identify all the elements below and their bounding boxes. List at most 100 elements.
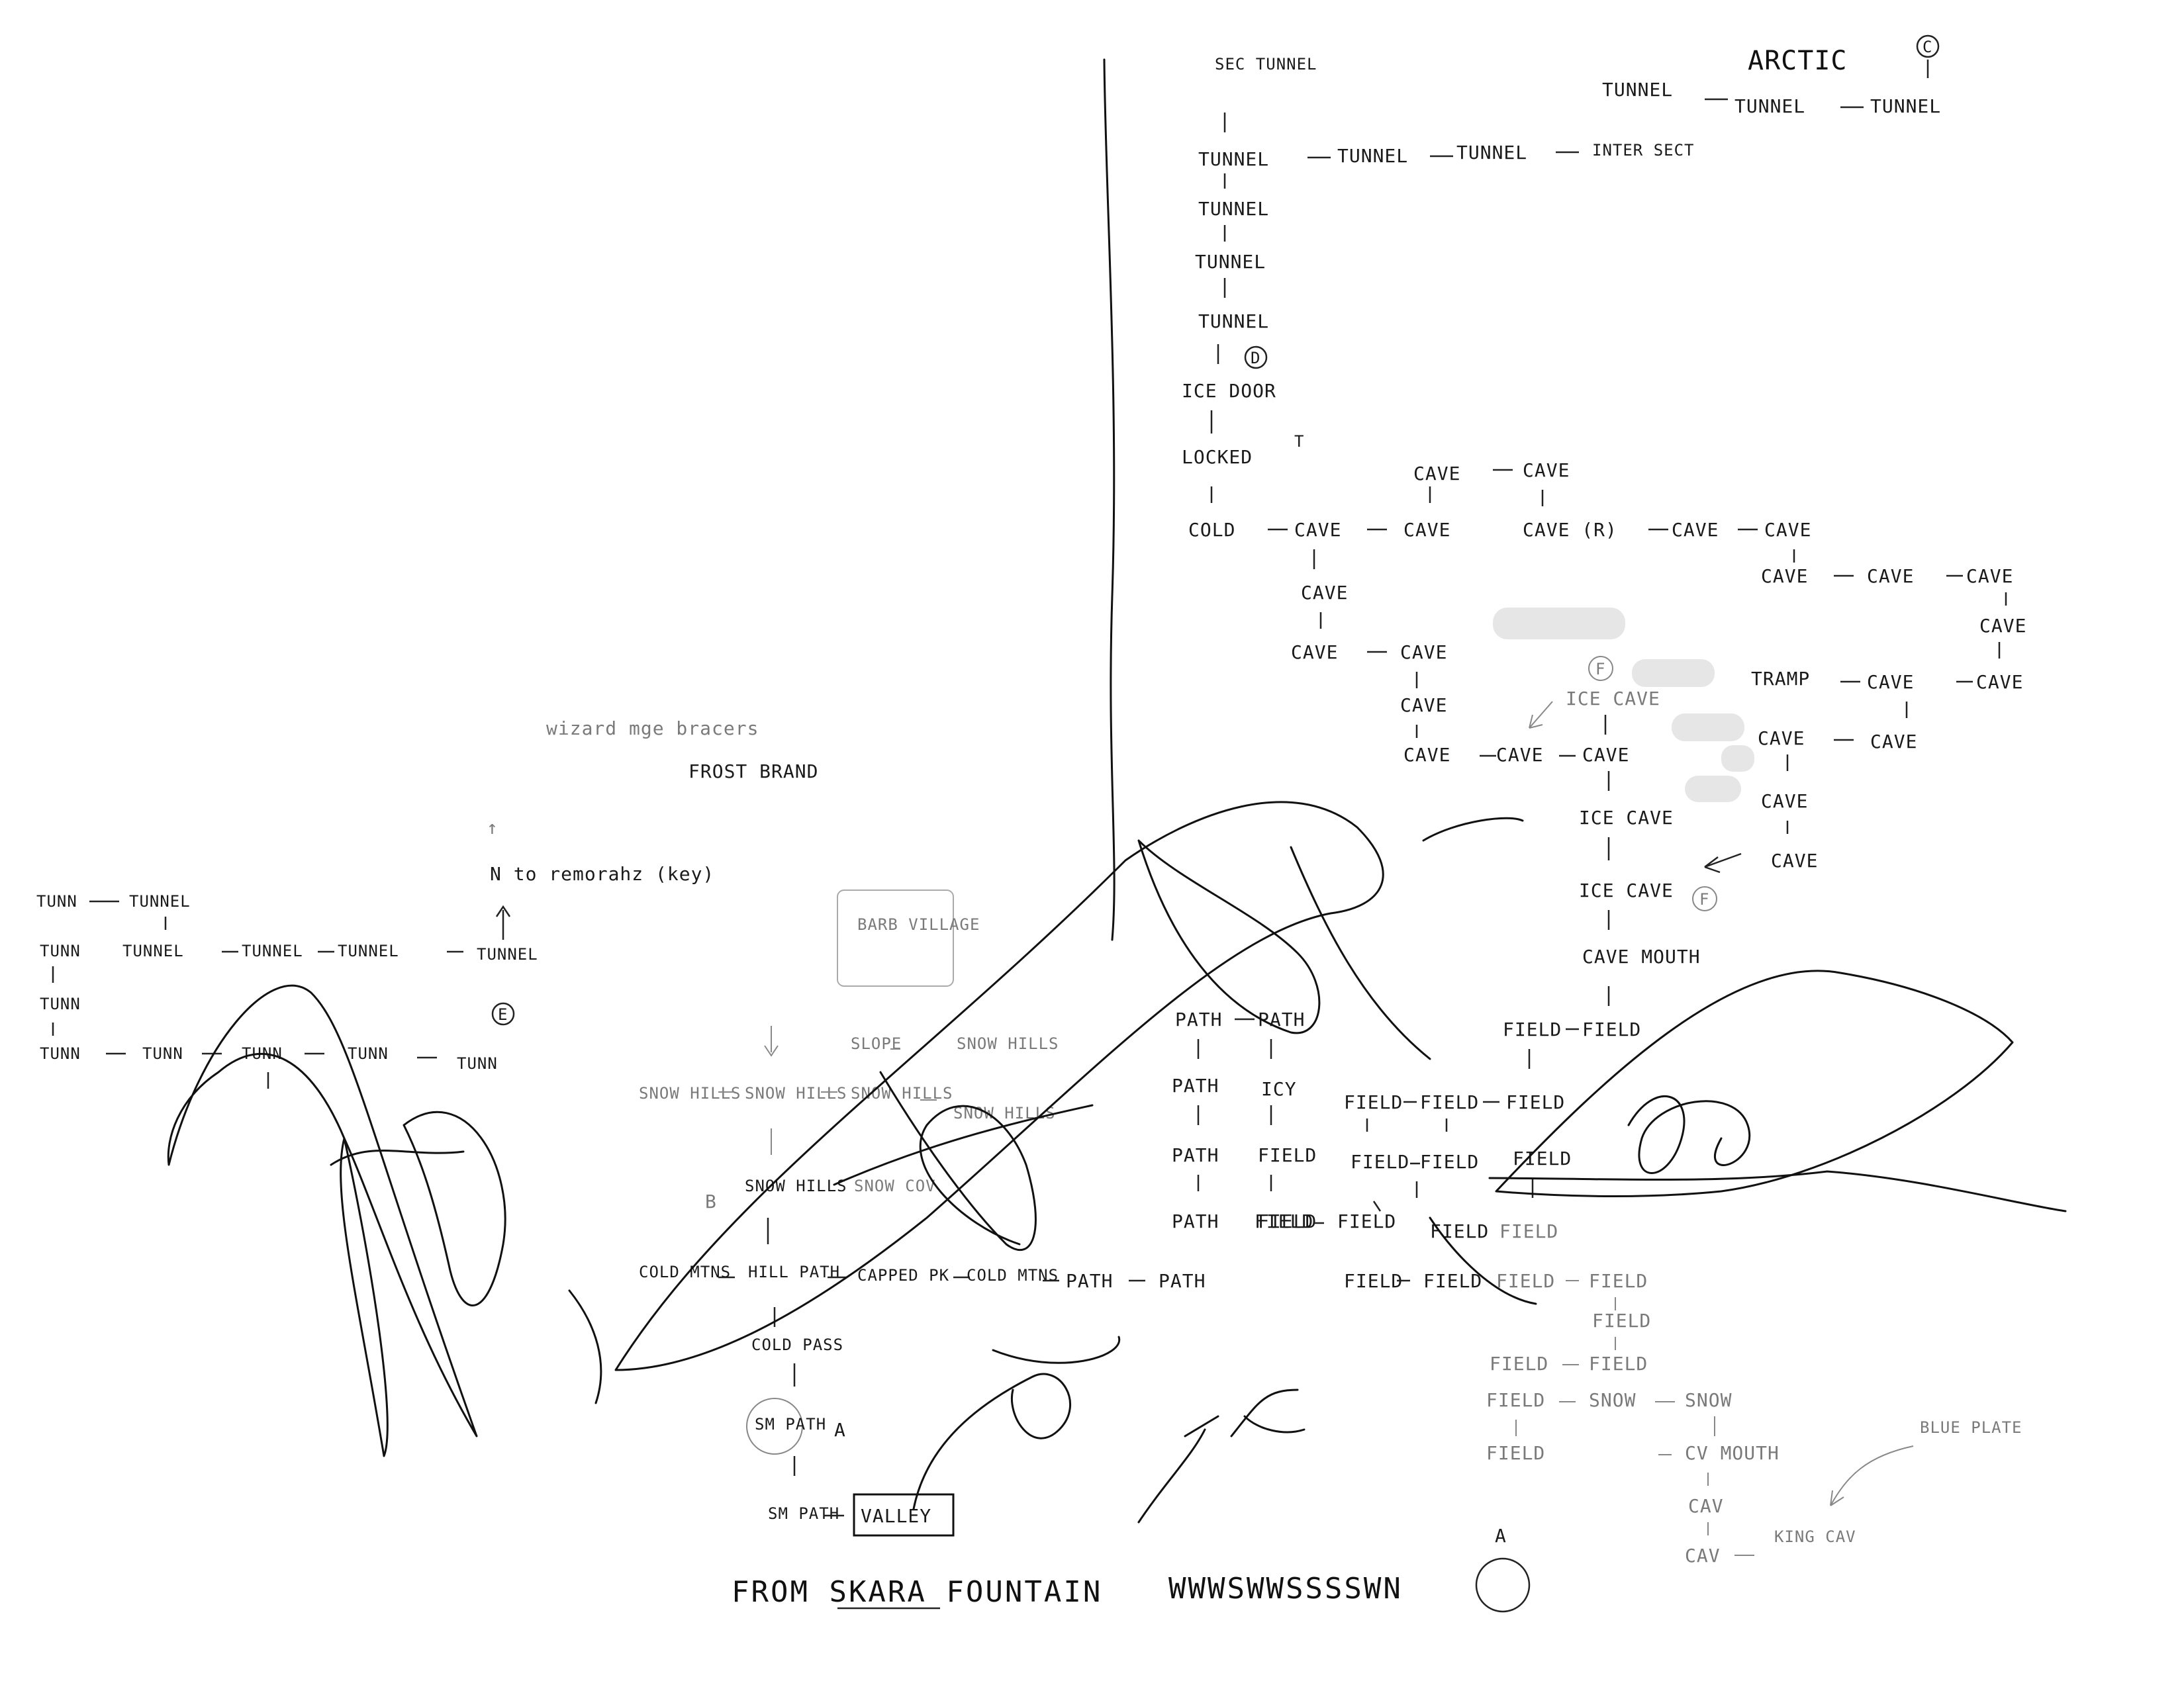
node-cold-pass: COLD PASS xyxy=(751,1336,843,1354)
blue-plate-note: BLUE PLATE xyxy=(1920,1418,2022,1437)
node-field: FIELD xyxy=(1420,1091,1479,1113)
marker-e-circle xyxy=(491,1002,515,1026)
node-tunn: TUNN xyxy=(36,892,77,911)
node-tramp: TRAMP xyxy=(1751,668,1810,690)
node-field: FIELD xyxy=(1344,1091,1403,1113)
node-tunn: TUNN xyxy=(348,1044,389,1063)
map-title: ARCTIC xyxy=(1748,46,1848,76)
node-field: FIELD xyxy=(1582,1019,1641,1040)
node-tunnel: TUNNEL xyxy=(1198,148,1269,170)
node-cave: CAVE xyxy=(1764,519,1811,541)
node-ice-door: ICE DOOR xyxy=(1182,380,1276,402)
node-field: FIELD xyxy=(1420,1151,1479,1173)
node-cv-mouth: CV MOUTH xyxy=(1685,1442,1780,1464)
node-cold: COLD xyxy=(1188,519,1235,541)
node-snow-hills: SNOW HILLS xyxy=(639,1084,741,1103)
marker-f: F xyxy=(1595,660,1605,678)
node-field: FIELD xyxy=(1496,1270,1555,1292)
node-ice-cave: ICE CAVE xyxy=(1579,807,1674,829)
node-capped-pk: CAPPED PK xyxy=(857,1266,949,1285)
node-cold-mtns: COLD MTNS xyxy=(639,1263,731,1281)
node-cave: CAVE xyxy=(1294,519,1341,541)
node-tunnel: TUNNEL xyxy=(1337,145,1408,167)
node-cave: CAVE xyxy=(1672,519,1719,541)
node-cave-mouth: CAVE MOUTH xyxy=(1582,946,1701,968)
node-ice-cave: ICE CAVE xyxy=(1566,688,1660,709)
node-field: FIELD xyxy=(1513,1148,1572,1169)
marker-e: E xyxy=(498,1005,508,1024)
node-king-cav: KING CAV xyxy=(1774,1527,1856,1546)
node-path: PATH xyxy=(1172,1075,1219,1097)
node-cave: CAVE xyxy=(1867,671,1914,693)
node-cave: CAVE xyxy=(1979,615,2026,637)
marker-c: C xyxy=(1923,38,1932,56)
node-cave: CAVE xyxy=(1771,850,1818,872)
valley-box xyxy=(853,1493,955,1537)
barb-village: BARB VILLAGE xyxy=(857,915,980,934)
node-snow-cov: SNOW COV xyxy=(854,1177,936,1195)
node-snow: SNOW xyxy=(1685,1389,1732,1411)
grey-note: wizard mge bracers xyxy=(546,717,759,739)
node-cold-mtns: COLD MTNS xyxy=(967,1266,1059,1285)
node-field: FIELD xyxy=(1589,1270,1648,1292)
node-icy: ICY xyxy=(1261,1078,1297,1100)
marker-f: F xyxy=(1699,890,1709,909)
directions-circle xyxy=(1475,1557,1531,1613)
node-hill-path: HILL PATH xyxy=(748,1263,840,1281)
node-intersect: INTER SECT xyxy=(1592,141,1695,160)
node-cave: CAVE xyxy=(1966,565,2013,587)
node-locked: LOCKED xyxy=(1182,446,1253,468)
scribbles xyxy=(167,801,2067,1524)
node-cav: CAV xyxy=(1685,1545,1721,1567)
marker-t: T xyxy=(1294,432,1304,451)
node-field: FIELD xyxy=(1506,1091,1565,1113)
node-field: FIELD xyxy=(1258,1144,1317,1166)
node-cave: CAVE xyxy=(1761,790,1808,812)
node-cave: CAVE xyxy=(1870,731,1917,752)
node-field: FIELD xyxy=(1589,1353,1648,1375)
node-tunn: TUNN xyxy=(457,1054,498,1073)
node-tunnel: TUNNEL xyxy=(1198,310,1269,332)
node-cave: CAVE xyxy=(1867,565,1914,587)
node-cave: CAVE xyxy=(1761,565,1808,587)
node-cave: CAVE xyxy=(1758,727,1805,749)
node-tunnel: TUNNEL xyxy=(129,892,191,911)
node-path: PATH xyxy=(1172,1210,1219,1232)
node-tunnel: TUNNEL xyxy=(1195,251,1266,273)
node-path: PATH xyxy=(1258,1009,1305,1030)
directions-value: WWWSWWSSSSWN xyxy=(1168,1572,1403,1606)
node-cav: CAV xyxy=(1688,1495,1724,1517)
node-cave: CAVE xyxy=(1403,519,1450,541)
marker-d-circle xyxy=(1244,345,1268,369)
node-tunnel: TUNNEL xyxy=(242,942,303,960)
marker-a: A xyxy=(1495,1525,1507,1547)
node-field: FIELD xyxy=(1351,1151,1409,1173)
node-field: FIELD xyxy=(1486,1389,1545,1411)
node-tunn: TUNN xyxy=(40,1044,81,1063)
node-slope: SLOPE xyxy=(851,1034,902,1053)
node-snow-hills: SNOW HILLS xyxy=(851,1084,953,1103)
divider-line xyxy=(1103,58,1116,941)
node-snow-hills: SNOW HILLS xyxy=(745,1084,847,1103)
node-cave: CAVE xyxy=(1301,582,1348,604)
marker-a: A xyxy=(834,1419,846,1441)
marker-b: B xyxy=(705,1191,717,1212)
north-note: N to remorahz (key) xyxy=(490,863,714,885)
marker-d: D xyxy=(1251,349,1260,367)
node-tunnel: TUNNEL xyxy=(122,942,184,960)
node-field: FIELD xyxy=(1423,1270,1482,1292)
directions-label: FROM SKARA FOUNTAIN xyxy=(732,1575,1102,1609)
node-cave: CAVE xyxy=(1413,463,1460,484)
node-cave-r: CAVE (R) xyxy=(1523,519,1617,541)
node-field: FIELD xyxy=(1337,1210,1396,1232)
node-tunnel: TUNNEL xyxy=(1198,198,1269,220)
node-tunnel: TUNNEL xyxy=(1456,142,1527,163)
node-path: PATH xyxy=(1175,1009,1222,1030)
node-field: FIELD xyxy=(1490,1353,1548,1375)
north-arrow: ↑ xyxy=(487,817,499,839)
node-tunn: TUNN xyxy=(142,1044,183,1063)
node-cave: CAVE xyxy=(1400,641,1447,663)
node-tunnel: TUNNEL xyxy=(1870,95,1941,117)
node-tunnel: TUNNEL xyxy=(477,945,538,964)
